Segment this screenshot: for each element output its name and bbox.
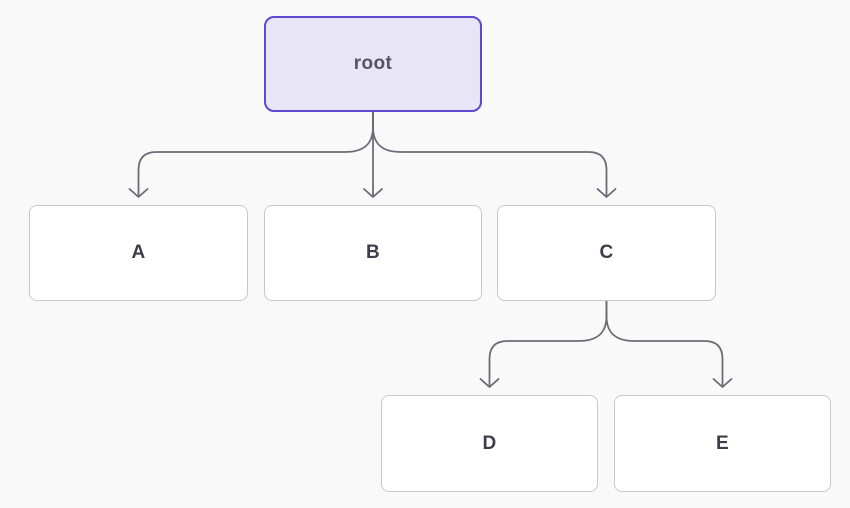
tree-node-root[interactable]: root — [264, 16, 482, 112]
tree-node-a[interactable]: A — [29, 205, 248, 301]
tree-node-e[interactable]: E — [614, 395, 831, 492]
tree-node-b[interactable]: B — [264, 205, 482, 301]
node-label: E — [715, 432, 730, 454]
edge-root-to-c — [372, 112, 617, 198]
tree-node-d[interactable]: D — [381, 395, 598, 492]
node-label: B — [365, 242, 381, 263]
node-label: C — [599, 242, 614, 263]
edge-c-to-e — [605, 301, 733, 388]
node-label: root — [353, 53, 393, 74]
edge-root-to-a — [128, 112, 374, 198]
tree-node-c[interactable]: C — [497, 205, 716, 301]
node-label: A — [131, 242, 146, 263]
node-label: D — [482, 432, 497, 454]
edge-c-to-d — [479, 301, 608, 388]
